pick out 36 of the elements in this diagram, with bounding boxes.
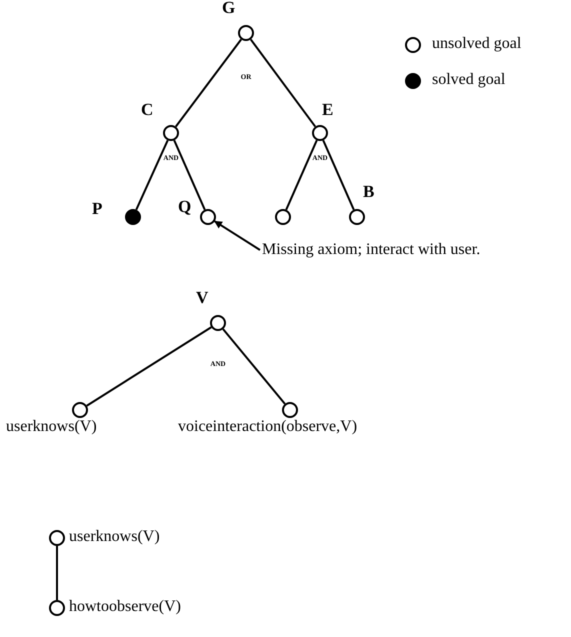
goal-node [282, 402, 298, 418]
node-label: G [222, 0, 236, 17]
node-label: E [322, 101, 334, 119]
solved-goal-node [125, 209, 141, 225]
goal-node [210, 315, 226, 331]
node-label: V [196, 289, 208, 307]
goal-node [49, 600, 65, 616]
arrow [214, 220, 261, 251]
tree-branch-line [175, 38, 242, 128]
node-label: B [363, 183, 374, 201]
legend-label: solved goal [432, 71, 506, 89]
goal-node [349, 209, 365, 225]
goal-node [312, 125, 328, 141]
goal-node [163, 125, 179, 141]
callout-text: Missing axiom; interact with user. [262, 241, 480, 259]
goal-node [238, 25, 254, 41]
goal-node [72, 402, 88, 418]
node-label: userknows(V) [6, 418, 97, 436]
tree-branch-line [56, 546, 58, 600]
goal-node [200, 209, 216, 225]
node-label: C [141, 101, 154, 119]
tree-branch-line [135, 140, 169, 210]
node-label: Q [178, 198, 192, 216]
node-label: howtoobserve(V) [69, 598, 181, 616]
goal-node [275, 209, 291, 225]
node-label: voiceinteraction(observe,V) [178, 418, 358, 436]
tree-branch-line [285, 140, 318, 210]
goal-node [49, 530, 65, 546]
node-label: userknows(V) [69, 528, 160, 546]
tree-branch-line [250, 38, 316, 128]
tree-branch-line [222, 328, 286, 404]
tree-branch-line [173, 140, 206, 210]
tree-branch-line [322, 140, 355, 210]
tree-branch-line [86, 326, 212, 407]
node-label: P [92, 200, 102, 218]
legend-label: unsolved goal [432, 35, 522, 53]
